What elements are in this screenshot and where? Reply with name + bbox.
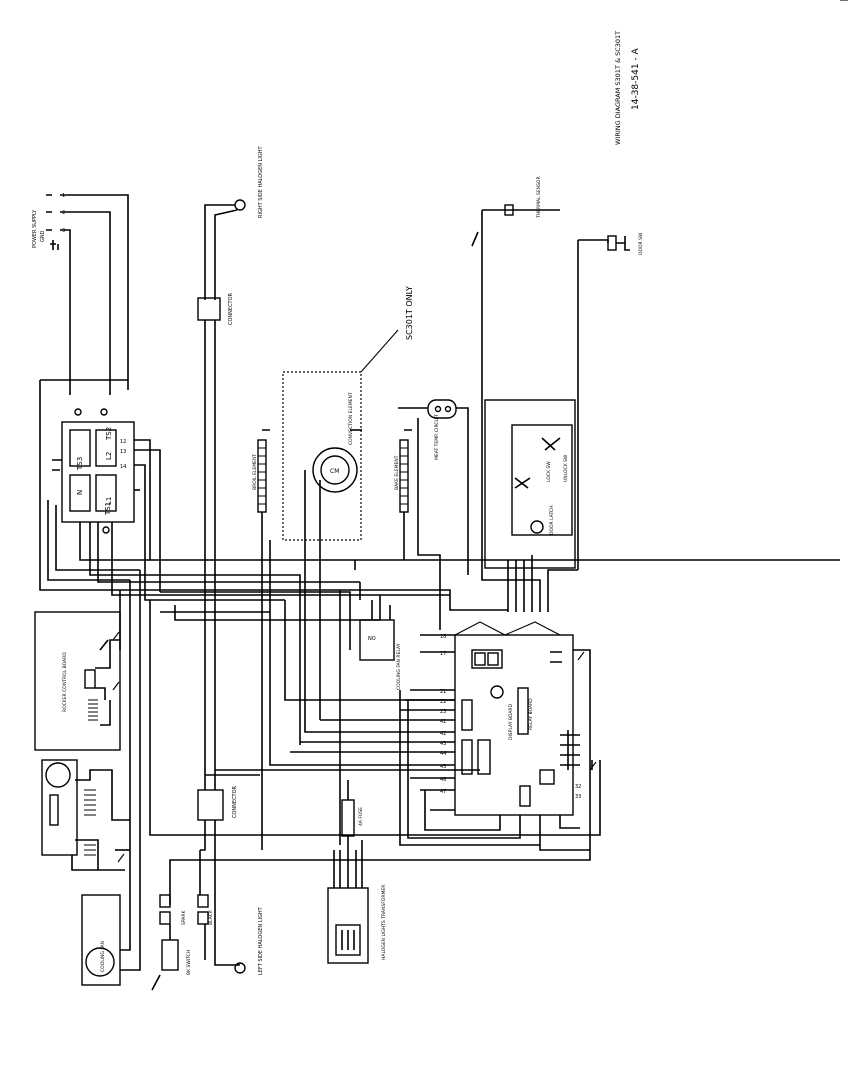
wire-number: 43 [440, 741, 446, 747]
broil-element: BROIL ELEMENT [252, 429, 270, 850]
thermal-sensor-label: THERMAL SENSOR [536, 176, 542, 219]
wire-number: 2 [62, 210, 65, 216]
cooling-fan: COOLING FAN [81, 850, 141, 986]
transformer-label: HALOGEN LIGHTS TRANSFORMER [381, 885, 387, 960]
power-supply-label: POWER SUPPLY [32, 209, 38, 248]
sc301t-only-label: SC301T ONLY [405, 286, 414, 340]
bake-element-label: BAKE ELEMENT [394, 455, 400, 490]
wire-labels: 1 2 3 12 13 14 16 17 21 22 23 41 42 43 4… [62, 193, 581, 800]
wire-number: 45 [440, 764, 446, 770]
black-connector: BLACK [197, 850, 214, 960]
convection-element-label: CONVECTION ELEMENT [348, 392, 354, 445]
term-ts1: TS1 [104, 502, 112, 516]
power-supply: POWER SUPPLY GND [32, 194, 129, 395]
wire-number: 44 [440, 751, 446, 757]
relay-board: RELAY BOARD DISPLAY BOARD [454, 621, 580, 816]
lock-switch-assembly: LOCK SW UNLOCK SW DOOR LATCH [484, 399, 576, 612]
wire-number: 12 [120, 439, 126, 445]
bake-element: BAKE ELEMENT [394, 429, 412, 560]
gnd-label: GND [40, 230, 46, 242]
door-switch: DOOR SW [577, 232, 644, 570]
diagram-title: WIRING DIAGRAM S301T & SC301T [614, 31, 622, 145]
term-ts3: TS3 [76, 457, 84, 471]
rocker-control-board: ROCKER CONTROL BOARD [34, 611, 121, 751]
wire-number: 22 [440, 699, 446, 705]
wire-number: 23 [440, 709, 446, 715]
fuse-label: 4A FUSE [358, 807, 364, 826]
right-halogen-label: RIGHT SIDE HALOGEN LIGHT [258, 146, 264, 218]
cooling-fan-relay-label: COOLING FAN RELAY [396, 643, 402, 690]
wire-number: 42 [440, 731, 446, 737]
relay-board-label: RELAY BOARD [528, 698, 534, 730]
connector-bottom: CONNECTOR [197, 785, 240, 966]
wire-number: 14 [120, 464, 126, 470]
display-board-label: DISPLAY BOARD [508, 703, 514, 740]
terminal-block: L2 L1 TS2 TS1 TS3 N [61, 408, 135, 534]
term-n: N [76, 490, 84, 495]
wire-number: 32 [575, 784, 581, 790]
wire-number: 21 [440, 689, 446, 695]
wire-number: 41 [440, 719, 446, 725]
rocker-control-label: ROCKER CONTROL BOARD [62, 652, 68, 712]
wire-number: 47 [440, 789, 446, 795]
connector-top-label: CONNECTOR [228, 292, 234, 325]
wire-number: 3 [62, 228, 65, 234]
wire-number: 33 [575, 794, 581, 800]
cooling-fan-label: COOLING FAN [100, 941, 106, 972]
right-halogen-light: RIGHT SIDE HALOGEN LIGHT [204, 146, 264, 300]
part-number: 14-38-541 - A [631, 47, 641, 110]
oven-light-switch [41, 759, 130, 871]
thermal-sensor: THERMAL SENSOR [471, 176, 560, 570]
black-label: BLACK [208, 909, 214, 925]
svg-text:NO: NO [368, 636, 376, 642]
spark-label: SPARK [181, 910, 187, 925]
term-l1: L1 [105, 497, 113, 505]
connector-bottom-label: CONNECTOR [232, 785, 238, 818]
broil-element-label: BROIL ELEMENT [252, 454, 258, 490]
unlock-sw-label: UNLOCK SW [563, 454, 569, 482]
bk-switch-label: BK SWITCH [186, 950, 192, 975]
title-block: WIRING DIAGRAM S301T & SC301T 14-38-541 … [614, 31, 641, 145]
left-halogen-label: LEFT SIDE HALOGEN LIGHT [258, 906, 264, 975]
lock-sw-label: LOCK SW [546, 461, 552, 482]
left-halogen-light: LEFT SIDE HALOGEN LIGHT [234, 906, 264, 975]
door-sw-label: DOOR SW [638, 232, 644, 255]
term-l2: L2 [105, 452, 113, 460]
meat-temp-label: MEAT TEMP. CIRCUIT [434, 414, 440, 460]
wire-number: 46 [440, 777, 446, 783]
wire-number: 17 [440, 651, 446, 657]
cooling-fan-relay: NO COOLING FAN RELAY [359, 595, 402, 690]
meat-temp-circuit: MEAT TEMP. CIRCUIT [398, 399, 469, 630]
svg-text:CM: CM [330, 468, 339, 475]
halogen-transformer: HALOGEN LIGHTS TRANSFORMER [327, 840, 387, 964]
term-ts2: TS2 [105, 427, 113, 441]
sc301t-only-group: SC301T ONLY CM CONVECTION ELEMENT [282, 286, 414, 545]
connector-top: CONNECTOR [197, 292, 234, 790]
wire-number: 13 [120, 449, 126, 455]
fuse-4a: 4A FUSE [341, 780, 364, 888]
bk-switch: SPARK BK SWITCH [151, 894, 192, 991]
wire-number: 1 [62, 193, 65, 199]
wire-number: 16 [440, 634, 446, 640]
door-latch-label: DOOR LATCH [549, 506, 555, 535]
